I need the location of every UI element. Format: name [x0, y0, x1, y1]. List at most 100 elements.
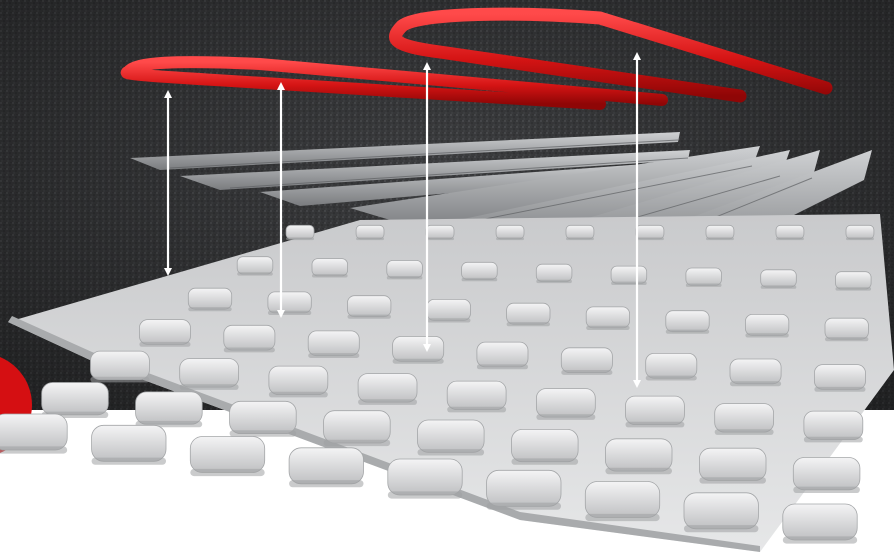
panel-stud [286, 225, 314, 239]
panel-stud [190, 437, 264, 473]
panel-stud [188, 288, 231, 309]
panel-stud [136, 392, 203, 424]
panel-stud-shadow [496, 237, 524, 240]
panel-stud-shadow [684, 525, 758, 532]
panel-stud [237, 257, 273, 274]
panel-stud [230, 401, 297, 433]
panel-stud-shadow [358, 399, 417, 405]
panel-stud [387, 261, 423, 278]
panel-stud-shadow [268, 311, 311, 315]
panel-stud [626, 396, 685, 425]
panel-stud [699, 448, 766, 480]
panel-stud [477, 342, 528, 367]
panel-stud-shadow [418, 449, 485, 455]
panel-stud-shadow [507, 322, 550, 326]
panel-stud-shadow [586, 326, 629, 330]
panel-stud-shadow [666, 330, 709, 334]
panel-stud [586, 307, 629, 328]
panel-stud [636, 225, 664, 239]
panel-stud-shadow [426, 237, 454, 240]
panel-stud [356, 225, 384, 239]
panel-stud-shadow [477, 364, 528, 369]
panel-stud-shadow [447, 407, 506, 413]
panel-stud [91, 351, 150, 380]
panel-stud [846, 225, 874, 239]
panel-stud-shadow [730, 381, 781, 386]
panel-stud [393, 337, 444, 362]
panel-stud-shadow [224, 348, 275, 353]
panel-stud-shadow [585, 514, 659, 521]
panel-stud [776, 225, 804, 239]
panel-stud-shadow [188, 307, 231, 311]
panel-stud [487, 470, 561, 506]
panel-stud [92, 425, 166, 461]
panel-stud-shadow [814, 387, 865, 392]
panel-stud [804, 411, 863, 440]
panel-stud-shadow [776, 237, 804, 240]
panel-stud-shadow [393, 359, 444, 364]
panel-stud-shadow [636, 237, 664, 240]
panel-stud [180, 359, 239, 388]
panel-stud-shadow [190, 469, 264, 476]
panel-stud-shadow [286, 237, 314, 240]
panel-stud [358, 374, 417, 403]
panel-stud-shadow [308, 353, 359, 358]
panel-stud-shadow [804, 437, 863, 443]
panel-stud-shadow [237, 272, 273, 275]
panel-stud-shadow [566, 237, 594, 240]
panel-stud-shadow [646, 376, 697, 381]
panel-stud-shadow [715, 429, 774, 435]
panel-stud-shadow [745, 333, 788, 337]
panel-stud [536, 264, 572, 281]
panel-stud-shadow [289, 480, 363, 487]
panel-stud-shadow [356, 237, 384, 240]
panel-stud [730, 359, 781, 384]
panel-stud [793, 458, 860, 490]
panel-stud [585, 482, 659, 518]
panel-stud-shadow [626, 422, 685, 428]
panel-stud [561, 348, 612, 373]
panel-stud [684, 493, 758, 529]
panel-stud-shadow [605, 468, 672, 474]
panel-stud [426, 225, 454, 239]
panel-stud [745, 314, 788, 335]
panel-stud-shadow [348, 315, 391, 319]
panel-stud-shadow [706, 237, 734, 240]
panel-stud-shadow [761, 285, 797, 288]
panel-stud [268, 292, 311, 313]
panel-stud [496, 225, 524, 239]
panel-stud [605, 439, 672, 471]
panel-stud [447, 381, 506, 410]
panel-stud [324, 411, 391, 443]
panel-stud-shadow [462, 278, 498, 281]
panel-stud-shadow [139, 342, 190, 347]
panel-stud [686, 268, 722, 285]
panel-stud [666, 311, 709, 332]
panel-stud-shadow [269, 392, 328, 398]
panel-stud [512, 429, 579, 461]
panel-stud-shadow [387, 276, 423, 279]
panel-stud [814, 365, 865, 390]
panel-stud [42, 383, 109, 415]
panel-stud [706, 225, 734, 239]
panel-stud [836, 272, 872, 289]
panel-stud-shadow [699, 477, 766, 483]
panel-stud-shadow [92, 458, 166, 465]
panel-stud-shadow [324, 440, 391, 446]
panel-stud-shadow [611, 282, 647, 285]
panel-stud [269, 366, 328, 395]
panel-stud-shadow [512, 458, 579, 464]
panel-stud [427, 299, 470, 320]
panel-stud-shadow [846, 237, 874, 240]
panel-stud-shadow [388, 491, 462, 498]
panel-stud [611, 266, 647, 283]
panel-stud [139, 320, 190, 345]
panel-stud-shadow [91, 377, 150, 383]
panel-stud-shadow [536, 414, 595, 420]
panel-stud-shadow [427, 318, 470, 322]
panel-stud-shadow [793, 487, 860, 493]
panel-stud-shadow [180, 384, 239, 390]
panel-stud [783, 504, 857, 540]
panel-stud-shadow [0, 446, 67, 453]
